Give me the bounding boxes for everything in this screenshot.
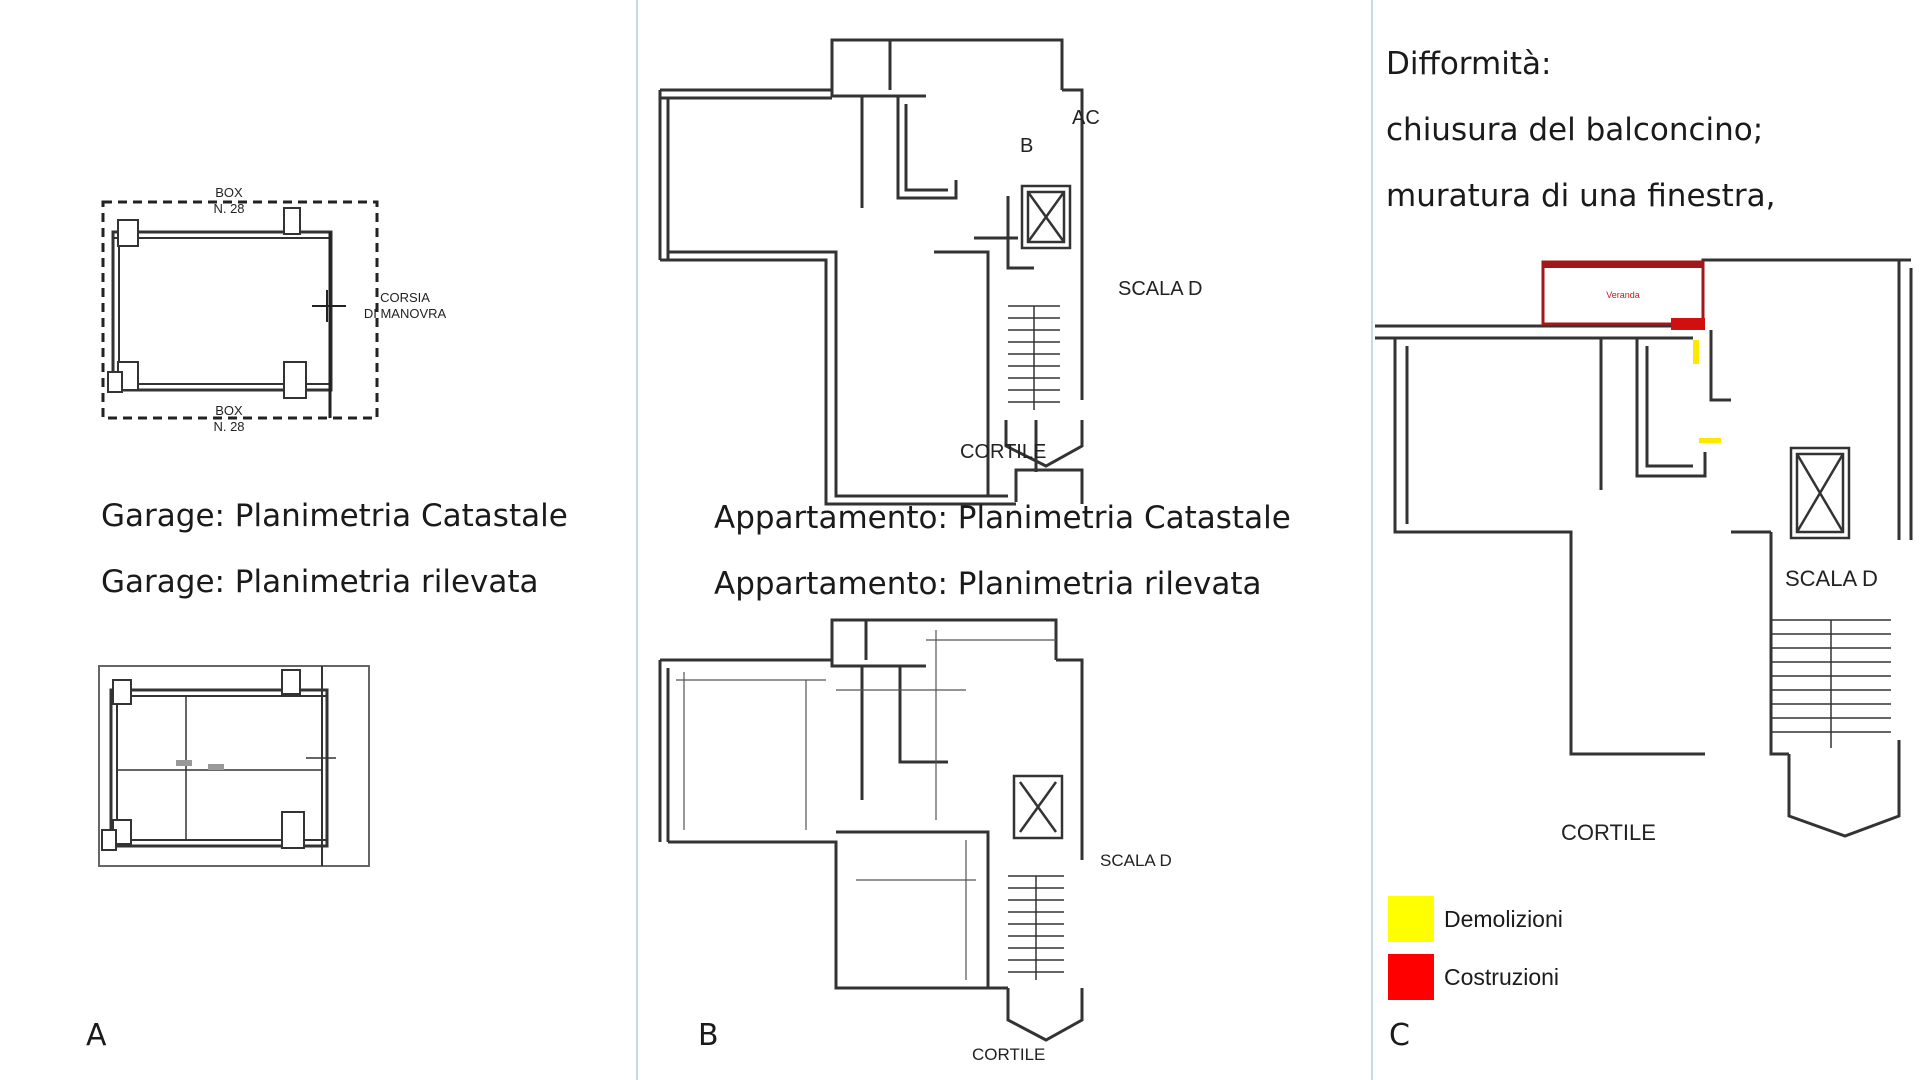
panel-appartamento: B AC SCALA D CORTILE xyxy=(636,0,1371,1080)
costruzione-marker xyxy=(1671,318,1705,330)
divider-a-b xyxy=(636,0,638,1080)
garage-catastale-plan: BOX N. 28 CORSIA DI MANOVRA BOX N. 28 xyxy=(98,185,447,867)
panel-letter-c: C xyxy=(1389,1018,1410,1053)
corsia-label: CORSIA xyxy=(380,290,430,305)
appartamento-catastale-plan: B AC SCALA D CORTILE xyxy=(658,38,1202,1064)
appartamento-rilevata-plan: SCALA D CORTILE xyxy=(658,618,1172,1064)
appartamento-caption-catastale: Appartamento: Planimetria Catastale xyxy=(714,500,1291,536)
demolizioni-swatch xyxy=(1388,896,1434,942)
costruzioni-label: Costruzioni xyxy=(1444,963,1560,990)
box-bottom-label: BOX xyxy=(215,403,243,418)
room-b-label: B xyxy=(1020,135,1033,157)
demolizione-marker-1 xyxy=(1693,340,1699,364)
garage-rilevata-plan xyxy=(98,665,370,867)
difformita-item-2: muratura di una finestra, xyxy=(1386,178,1776,214)
cortile-label: CORTILE xyxy=(1561,820,1656,845)
garage-caption-rilevata: Garage: Planimetria rilevata xyxy=(101,564,539,600)
panel-garage: BOX N. 28 CORSIA DI MANOVRA BOX N. 28 Ga… xyxy=(0,0,636,1080)
scala-top-label: SCALA D xyxy=(1118,278,1202,300)
panel-difformita: Difformità: chiusura del balconcino; mur… xyxy=(1371,0,1920,1080)
manovra-label: DI MANOVRA xyxy=(364,306,447,321)
divider-b-c xyxy=(1371,0,1373,1080)
panel-letter-a: A xyxy=(86,1018,107,1053)
demolizioni-label: Demolizioni xyxy=(1444,905,1563,932)
demolizione-marker-2 xyxy=(1699,438,1721,443)
box-top-label: BOX xyxy=(215,185,243,200)
garage-caption-catastale: Garage: Planimetria Catastale xyxy=(101,498,568,534)
scala-bottom-label: SCALA D xyxy=(1100,851,1172,870)
box-bottom-number: N. 28 xyxy=(213,419,244,434)
scala-label: SCALA D xyxy=(1785,566,1878,591)
cortile-bottom-label: CORTILE xyxy=(972,1045,1045,1064)
veranda-label: Veranda xyxy=(1606,290,1640,300)
legend-demolizioni: Demolizioni xyxy=(1388,896,1563,942)
box-top-number: N. 28 xyxy=(213,201,244,216)
room-ac-label: AC xyxy=(1072,107,1100,129)
legend-costruzioni: Costruzioni xyxy=(1388,954,1559,1000)
costruzioni-swatch xyxy=(1388,954,1434,1000)
cortile-top-label: CORTILE xyxy=(960,441,1046,463)
difformita-title: Difformità: xyxy=(1386,46,1552,82)
panel-letter-b: B xyxy=(698,1018,719,1053)
difformita-plan: Veranda SCALA D CORTILE xyxy=(1375,258,1913,845)
difformita-item-1: chiusura del balconcino; xyxy=(1386,112,1764,148)
appartamento-caption-rilevata: Appartamento: Planimetria rilevata xyxy=(714,566,1262,602)
